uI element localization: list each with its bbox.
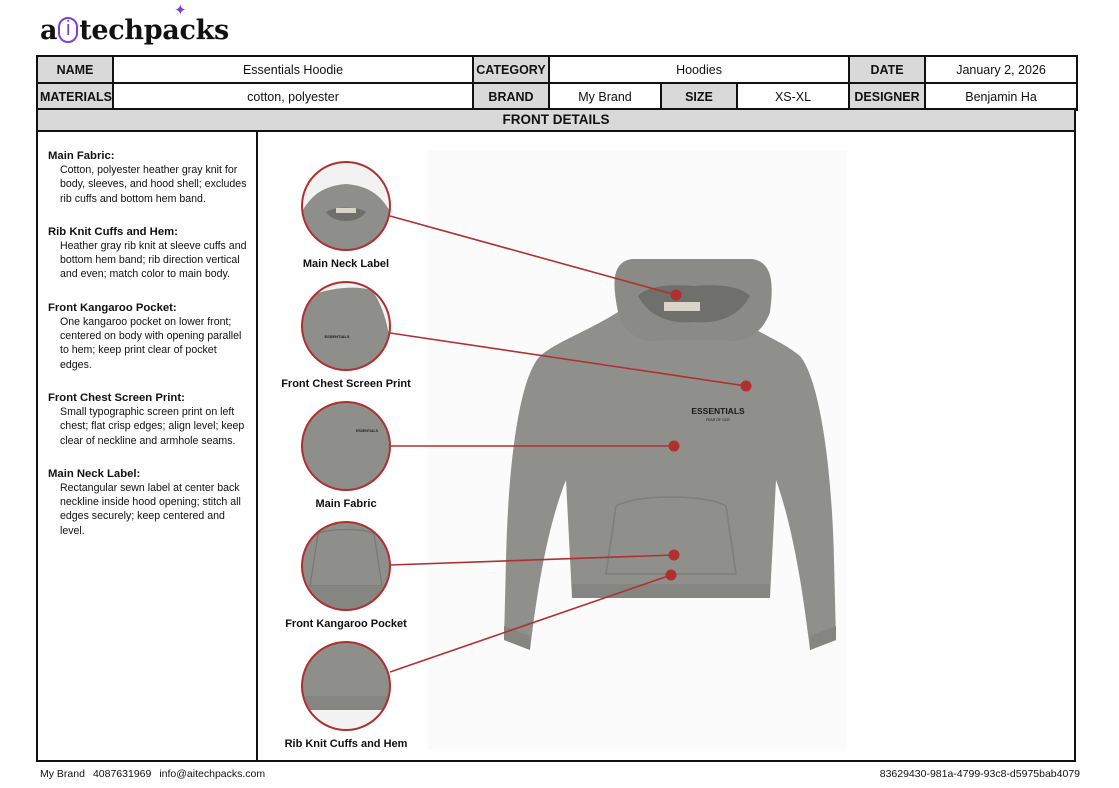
svg-text:ESSENTIALS: ESSENTIALS: [324, 334, 349, 339]
callout-chest-print: ESSENTIALS: [301, 281, 391, 371]
sparkle-icon: ✦: [174, 2, 187, 19]
callout-label-neck: Main Neck Label: [302, 258, 390, 270]
note-kangaroo-pocket: Front Kangaroo Pocket: One kangaroo pock…: [48, 302, 248, 372]
svg-text:ESSENTIALS: ESSENTIALS: [356, 429, 379, 433]
note-text: Heather gray rib knit at sleeve cuffs an…: [60, 239, 247, 281]
logo-suffix: techpacks: [79, 14, 229, 46]
designer-value: Benjamin Ha: [924, 82, 1079, 111]
callout-neck-label: [301, 161, 391, 251]
name-label: NAME: [36, 55, 114, 84]
note-text: Small typographic screen print on left c…: [60, 405, 245, 447]
note-title: Main Neck Label:: [48, 467, 141, 480]
note-rib-knit: Rib Knit Cuffs and Hem: Heather gray rib…: [48, 226, 248, 282]
panel-divider: [256, 130, 258, 760]
hoodie-illustration: ESSENTIALS FEAR OF GOD: [504, 259, 836, 650]
garment-print-sub: FEAR OF GOD: [706, 418, 731, 422]
logo-i-letter: i: [58, 17, 79, 43]
footer-contact: My Brand 4087631969 info@aitechpacks.com: [40, 768, 273, 780]
note-title: Front Chest Screen Print:: [48, 391, 185, 404]
footer-doc-id: 83629430-981a-4799-93c8-d5975bab4079: [879, 768, 1080, 780]
date-label: DATE: [848, 55, 927, 84]
callout-label-rib: Rib Knit Cuffs and Hem: [284, 738, 408, 750]
note-text: Rectangular sewn label at center back ne…: [60, 481, 241, 537]
details-panel: Main Fabric: Cotton, polyester heather g…: [36, 130, 1076, 762]
logo-prefix: a: [40, 14, 58, 46]
note-title: Rib Knit Cuffs and Hem:: [48, 225, 178, 238]
size-label: SIZE: [660, 82, 738, 111]
note-chest-print: Front Chest Screen Print: Small typograp…: [48, 392, 248, 448]
callout-label-pocket: Front Kangaroo Pocket: [285, 618, 407, 630]
footer-email[interactable]: info@aitechpacks.com: [159, 768, 266, 780]
section-title: FRONT DETAILS: [36, 108, 1076, 132]
category-label: CATEGORY: [472, 55, 550, 84]
name-value: Essentials Hoodie: [112, 55, 474, 84]
brand-label: BRAND: [472, 82, 550, 111]
callout-label-chest-print: Front Chest Screen Print: [281, 378, 411, 390]
note-title: Front Kangaroo Pocket:: [48, 301, 177, 314]
date-value: January 2, 2026: [924, 55, 1079, 84]
note-main-fabric: Main Fabric: Cotton, polyester heather g…: [48, 150, 248, 206]
materials-label: MATERIALS: [36, 82, 114, 111]
callout-label-fabric: Main Fabric: [315, 498, 377, 510]
detail-notes: Main Fabric: Cotton, polyester heather g…: [48, 150, 248, 558]
note-text: Cotton, polyester heather gray knit for …: [60, 164, 247, 205]
callout-rib-knit: [301, 641, 391, 731]
callout-lines: [389, 215, 747, 673]
spec-header-table: NAME Essentials Hoodie CATEGORY Hoodies …: [36, 55, 1079, 111]
footer-brand: My Brand: [40, 768, 85, 780]
footer-phone: 4087631969: [92, 768, 152, 780]
callout-main-fabric: ESSENTIALS: [301, 401, 391, 491]
note-neck-label: Main Neck Label: Rectangular sewn label …: [48, 468, 248, 538]
callout-points: [665, 289, 752, 581]
note-text: One kangaroo pocket on lower front; cent…: [60, 315, 242, 371]
designer-label: DESIGNER: [848, 82, 927, 111]
garment-print-main: ESSENTIALS: [691, 406, 745, 416]
note-title: Main Fabric:: [48, 150, 115, 162]
callout-kangaroo-pocket: [301, 521, 391, 611]
category-value: Hoodies: [547, 55, 851, 84]
